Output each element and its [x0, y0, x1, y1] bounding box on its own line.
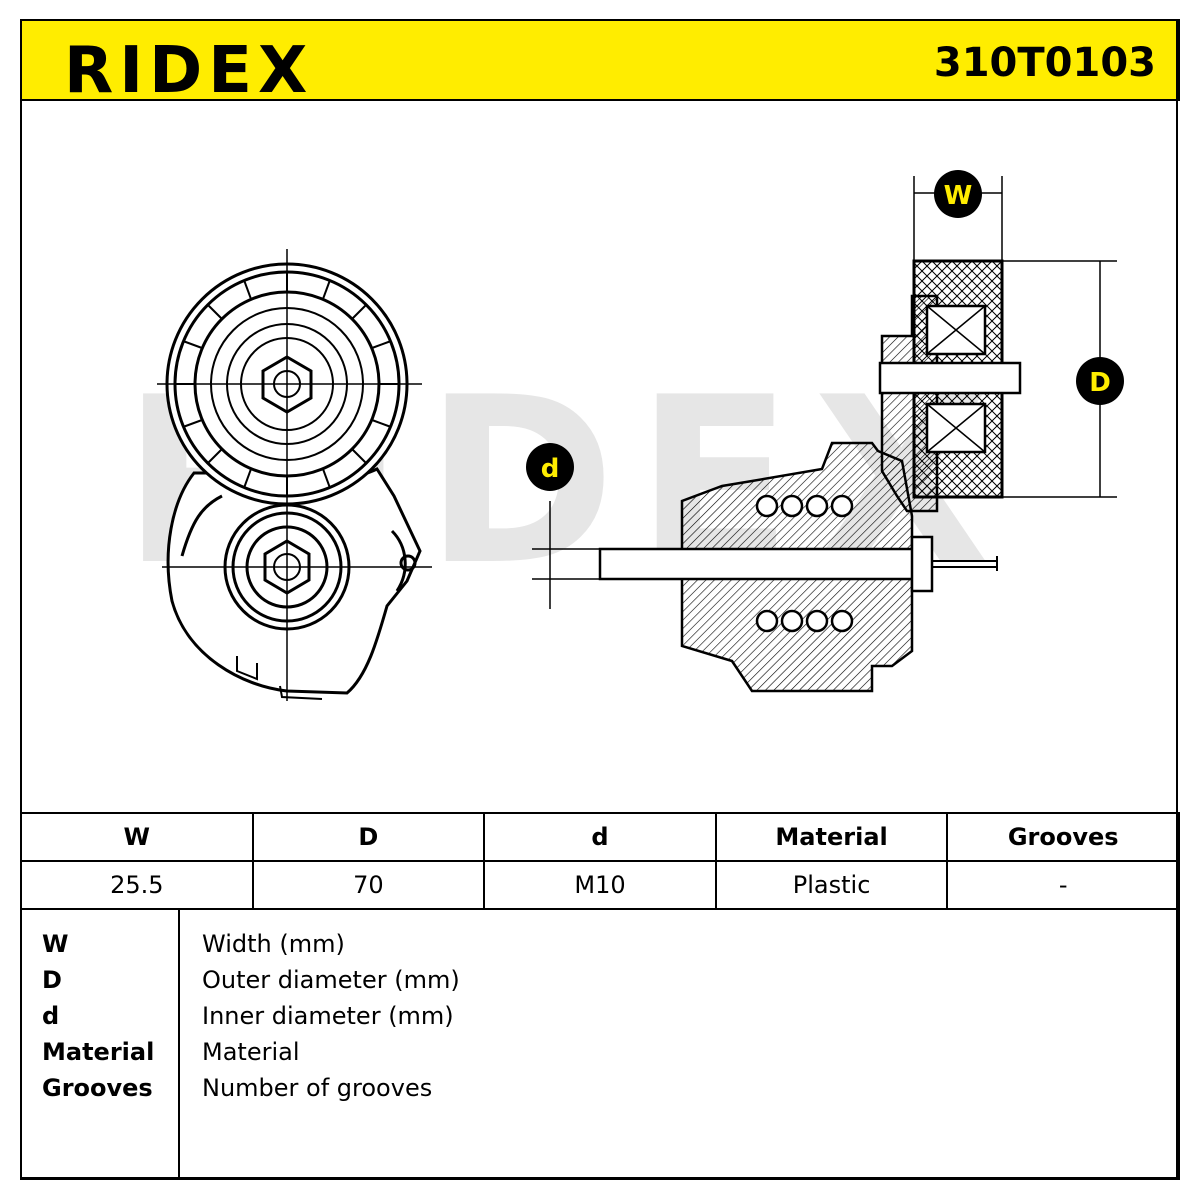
legend-item: D Outer diameter (mm) [22, 962, 1178, 998]
tensioner-front-view [157, 249, 432, 701]
legend-item: d Inner diameter (mm) [22, 998, 1178, 1034]
legend-key: d [42, 1002, 60, 1030]
label-d-outer: D [1089, 368, 1111, 398]
spec-header: Grooves [946, 812, 1180, 862]
spec-value: - [946, 860, 1180, 910]
spec-header: Material [714, 812, 949, 862]
part-number: 310T0103 [933, 40, 1156, 86]
specs-header-row: W D d Material Grooves [20, 812, 1180, 862]
specs-table: W D d Material Grooves 25.5 70 M10 Plast… [20, 812, 1180, 910]
dimension-badge-w: W [934, 170, 982, 218]
dimension-badge-d-outer: D [1076, 357, 1124, 405]
legend-desc: Material [202, 1038, 300, 1066]
spec-value: M10 [483, 860, 717, 910]
label-w: W [944, 181, 973, 211]
header-bar: RIDEX 310T0103 [20, 19, 1180, 108]
legend-key: Material [42, 1038, 155, 1066]
legend-desc: Number of grooves [202, 1074, 433, 1102]
legend-item: Grooves Number of grooves [22, 1070, 1178, 1106]
specs-value-row: 25.5 70 M10 Plastic - [20, 860, 1180, 910]
spec-value: 25.5 [20, 860, 254, 910]
spec-value: 70 [251, 860, 486, 910]
legend-desc: Outer diameter (mm) [202, 966, 460, 994]
legend-key: Grooves [42, 1074, 153, 1102]
legend-item: Material Material [22, 1034, 1178, 1070]
legend-desc: Inner diameter (mm) [202, 1002, 454, 1030]
spec-header: D [251, 812, 486, 862]
brand-logo: RIDEX [64, 34, 314, 108]
spec-header: d [483, 812, 717, 862]
legend-key: W [42, 930, 69, 958]
dimension-badge-d-inner: d [526, 443, 574, 491]
legend-key: D [42, 966, 62, 994]
technical-drawing: RIDEX [122, 170, 1124, 701]
legend-box: W Width (mm) D Outer diameter (mm) d Inn… [20, 910, 1180, 1180]
tensioner-section-view [532, 176, 1117, 693]
legend-divider [178, 910, 180, 1178]
label-d-inner: d [541, 454, 560, 484]
spec-header: W [20, 812, 254, 862]
legend-item: W Width (mm) [22, 926, 1178, 962]
legend-desc: Width (mm) [202, 930, 345, 958]
spec-value: Plastic [714, 860, 949, 910]
